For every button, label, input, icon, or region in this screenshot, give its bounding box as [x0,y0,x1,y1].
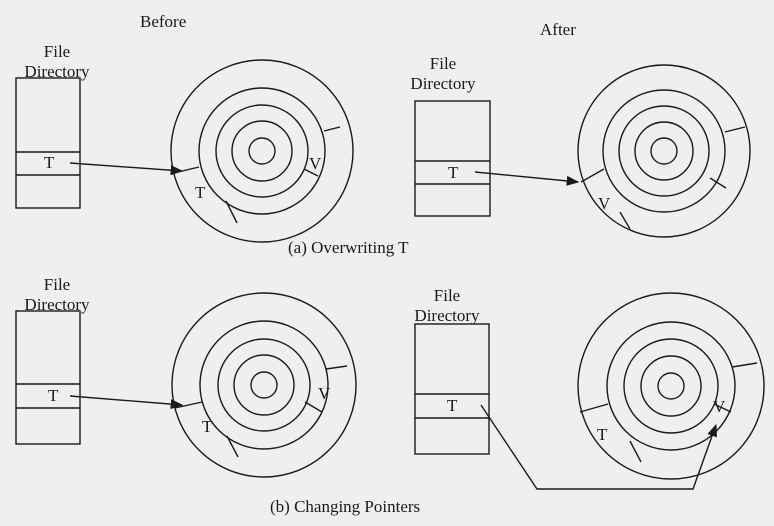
disk-before-b [171,292,357,478]
directory-label-line2: Directory [24,62,90,81]
heading-after: After [540,20,576,39]
directory-label-line2: Directory [24,295,90,314]
sector-divider [323,126,341,132]
sector-divider [724,126,746,133]
sector-divider [731,362,758,368]
directory-label-line1: File [43,42,71,61]
sector-divider [709,177,727,189]
directory-label-after-b: File Directory [408,286,486,326]
pointer-arrow-before-a [69,162,184,176]
pointer-arrow-after-a [474,171,580,186]
directory-box-before-b [15,310,81,445]
disk-after-a [577,64,751,238]
heading-before: Before [140,12,187,31]
directory-entry-t: T [448,163,459,182]
directory-box-before-a [15,77,81,209]
directory-entry-t: T [447,396,458,415]
directory-entry-t: T [44,153,55,172]
directory-label-after-a: File Directory [404,54,482,94]
directory-label-line2: Directory [410,74,476,93]
sector-divider [579,403,609,413]
sector-divider [580,168,605,183]
sector-divider [629,440,642,463]
disk-label-t: T [195,183,206,202]
directory-label-line1: File [429,54,457,73]
directory-label-before-b: File Directory [12,275,102,315]
disk-before-a [170,59,354,243]
sector-divider [304,401,323,413]
pointer-arrow-before-b [69,395,184,410]
disk-after-b [577,292,765,480]
directory-label-line1: File [43,275,71,294]
pointer-arrow-after-b [480,404,717,490]
disk-label-t: T [597,425,608,444]
sector-divider [303,168,319,177]
disk-label-v: V [318,384,331,403]
directory-box-after-a [414,100,491,217]
sector-divider [225,200,238,224]
disk-label-v: V [309,154,322,173]
directory-label-line1: File [433,286,461,305]
disk-label-v: V [598,194,611,213]
disk-label-t: T [202,417,213,436]
disk-label-v: V [713,397,726,416]
caption-a: (a) Overwriting T [288,238,409,257]
directory-label-line2: Directory [414,306,480,325]
directory-label-before-a: File Directory [12,42,102,82]
directory-entry-t: T [48,386,59,405]
sector-divider [226,435,239,458]
caption-b: (b) Changing Pointers [270,497,421,516]
sector-divider [713,403,732,413]
sector-divider [619,211,631,230]
directory-box-after-b [414,323,490,455]
sector-divider [325,365,348,370]
